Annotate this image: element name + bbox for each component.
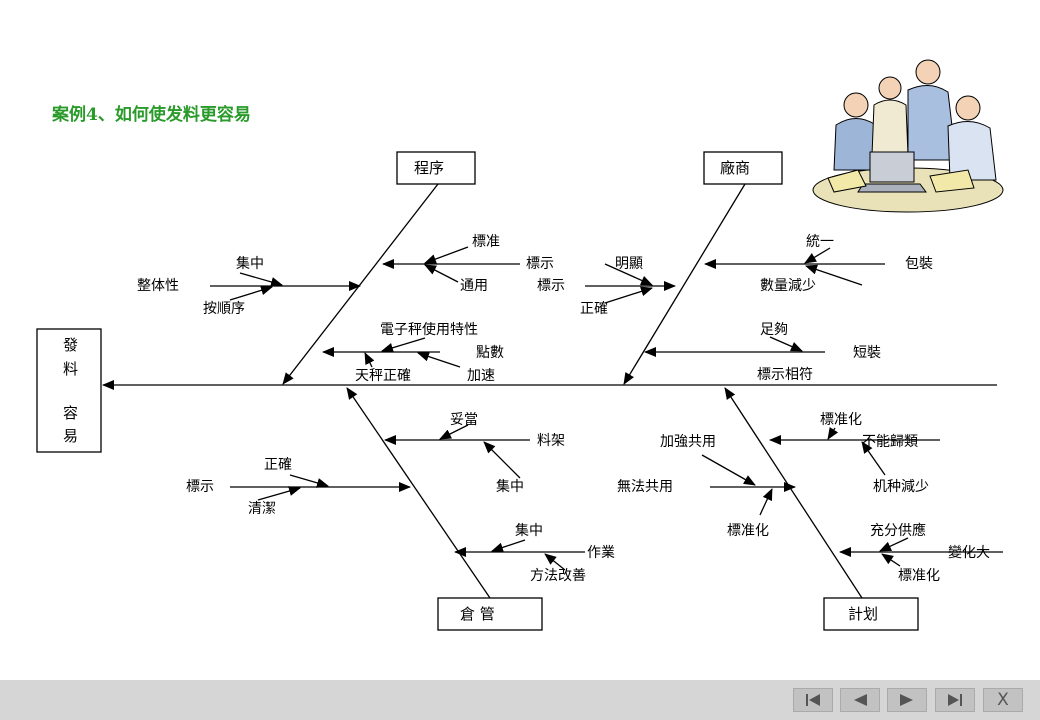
head-char-4: 易 bbox=[63, 427, 78, 445]
cause-label: 標示 bbox=[537, 278, 565, 294]
cause-label: 清潔 bbox=[248, 501, 276, 517]
bone-plan bbox=[724, 387, 863, 599]
cause-label: 正確 bbox=[264, 457, 292, 473]
cause-label: 通用 bbox=[460, 278, 488, 294]
cause-label: 標准化 bbox=[898, 568, 940, 584]
bone-warehouse bbox=[346, 387, 491, 599]
category-plan: 計划 bbox=[848, 605, 878, 623]
close-button[interactable]: X bbox=[983, 688, 1023, 712]
cause-label: 集中 bbox=[496, 478, 524, 495]
cause-label: 加速 bbox=[467, 368, 495, 384]
next-page-icon bbox=[900, 694, 913, 706]
category-box-vendor bbox=[703, 151, 783, 185]
cause-label: 點數 bbox=[476, 345, 504, 361]
prev-page-icon bbox=[854, 694, 867, 706]
cause-label: 正確 bbox=[580, 301, 608, 317]
cause-label: 短裝 bbox=[853, 345, 881, 361]
team-meeting-clipart bbox=[812, 59, 1004, 213]
cause-label: 集中 bbox=[236, 255, 264, 272]
cause-label: 充分供應 bbox=[870, 522, 926, 539]
cause-label: 方法改善 bbox=[530, 568, 586, 584]
slide-title: 案例4、如何使发料更容易 bbox=[52, 105, 251, 125]
cause-label: 天秤正確 bbox=[355, 368, 411, 384]
cause-label: 机种減少 bbox=[873, 478, 929, 495]
fishbone-diagram: 發 料 容 易 程序 廠商 倉 管 計划 集中 整体性 按順序 標准 通用 電子… bbox=[36, 151, 1003, 631]
cause-label: 變化大 bbox=[948, 545, 990, 561]
slide-nav-bar: X bbox=[0, 680, 1040, 720]
first-page-icon bbox=[806, 694, 820, 706]
first-page-button[interactable] bbox=[793, 688, 833, 712]
head-char-3: 容 bbox=[63, 404, 78, 422]
close-icon: X bbox=[997, 690, 1009, 710]
head-char-1: 發 bbox=[63, 336, 78, 354]
cause-label: 標准化 bbox=[727, 523, 769, 539]
cause-label: 電子秤使用特性 bbox=[380, 321, 478, 338]
cause-label: 料架 bbox=[537, 433, 565, 449]
cause-label: 標准化 bbox=[820, 412, 862, 428]
category-warehouse: 倉 管 bbox=[460, 605, 495, 623]
head-box bbox=[36, 328, 102, 453]
category-box-plan bbox=[823, 597, 919, 631]
cause-label: 無法共用 bbox=[617, 479, 673, 495]
cause-label: 按順序 bbox=[203, 301, 245, 317]
category-vendor: 廠商 bbox=[720, 159, 750, 177]
cause-label: 標示 bbox=[186, 479, 214, 495]
cause-label: 統一 bbox=[806, 234, 834, 250]
cause-label: 加強共用 bbox=[660, 434, 716, 450]
cause-label: 作業 bbox=[587, 545, 615, 561]
cause-label: 標示 bbox=[526, 256, 554, 272]
cause-label: 包裝 bbox=[905, 256, 933, 272]
cause-label: 明顯 bbox=[615, 256, 643, 272]
cause-label: 不能歸類 bbox=[862, 433, 918, 450]
bone-vendor bbox=[623, 183, 746, 385]
last-page-button[interactable] bbox=[935, 688, 975, 712]
cause-label: 集中 bbox=[515, 522, 543, 539]
category-box-warehouse bbox=[437, 597, 543, 631]
next-page-button[interactable] bbox=[887, 688, 927, 712]
last-page-icon bbox=[948, 694, 962, 706]
cause-label: 整体性 bbox=[137, 278, 179, 294]
bone-process bbox=[282, 183, 439, 385]
category-box-process bbox=[396, 151, 476, 185]
cause-label: 足夠 bbox=[760, 322, 788, 338]
category-process: 程序 bbox=[414, 159, 444, 177]
head-char-2: 料 bbox=[63, 360, 78, 378]
cause-label: 妥當 bbox=[450, 412, 478, 428]
cause-label: 標准 bbox=[472, 234, 500, 250]
cause-label: 標示相符 bbox=[757, 367, 813, 383]
prev-page-button[interactable] bbox=[840, 688, 880, 712]
cause-label: 數量減少 bbox=[760, 277, 816, 294]
